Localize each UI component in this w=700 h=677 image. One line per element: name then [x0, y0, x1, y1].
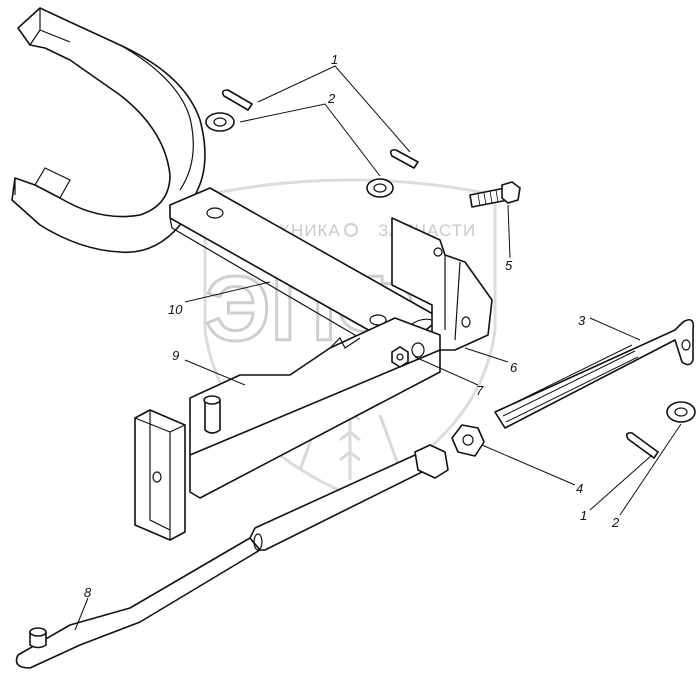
hex-nut-4	[451, 424, 485, 457]
callout-7: 7	[476, 383, 484, 398]
callout-4: 4	[576, 481, 583, 496]
callout-6: 6	[510, 360, 518, 375]
callout-5: 5	[505, 258, 513, 273]
frame-9	[134, 317, 441, 541]
gear-icon	[344, 223, 358, 237]
callout-2-bottom: 2	[611, 515, 620, 530]
callout-8: 8	[84, 585, 92, 600]
callout-1-bottom: 1	[580, 508, 587, 523]
fork-bracket	[11, 7, 206, 254]
threaded-rod-3	[494, 319, 695, 429]
rod-8	[15, 444, 449, 669]
callout-2-top: 2	[327, 91, 336, 106]
wheat-ears-icon	[298, 400, 402, 480]
callout-9: 9	[172, 348, 179, 363]
cotter-pins-1	[221, 89, 659, 459]
bolt-5	[469, 181, 521, 208]
callout-10: 10	[168, 302, 183, 317]
callout-3: 3	[578, 313, 586, 328]
nut-7	[391, 346, 409, 368]
callout-labels: 1 2 3 4 5 6 7 8 9 10 1 2	[84, 52, 620, 600]
washers-2	[205, 112, 696, 423]
leader-lines	[74, 65, 682, 631]
callout-1-top: 1	[331, 52, 338, 67]
side-bracket-6	[391, 217, 493, 351]
